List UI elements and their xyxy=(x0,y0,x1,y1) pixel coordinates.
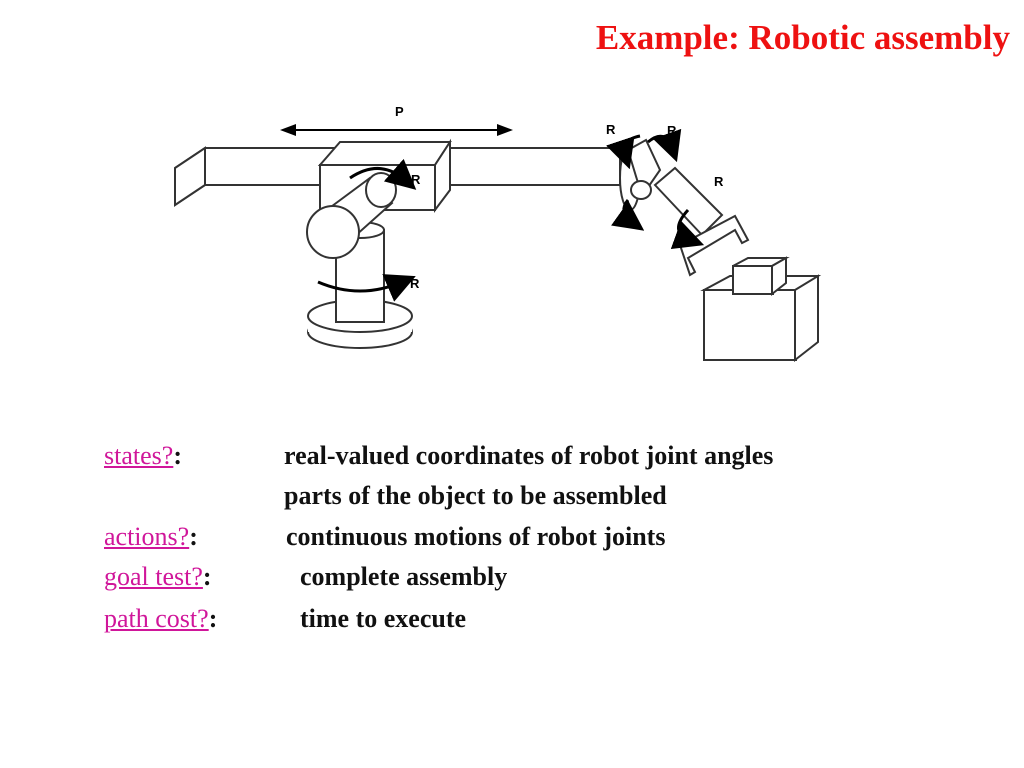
states-colon: : xyxy=(173,441,182,470)
states-description-2: parts of the object to be assembled xyxy=(284,481,667,510)
prismatic-joint-label: P xyxy=(395,104,404,119)
actions-link[interactable]: actions? xyxy=(104,522,190,551)
definition-states: states?: real-valued coordinates of robo… xyxy=(104,440,773,510)
states-link[interactable]: states? xyxy=(104,441,174,470)
goal-test-link[interactable]: goal test? xyxy=(104,562,203,591)
goal-test-description: complete assembly xyxy=(300,562,508,591)
path-cost-colon: : xyxy=(208,604,218,633)
actions-description: continuous motions of robot joints xyxy=(286,522,666,551)
states-description-1: real-valued coordinates of robot joint a… xyxy=(284,441,774,470)
revolute-label-wrist-1: R xyxy=(606,122,616,137)
revolute-label-wrist-3: R xyxy=(714,174,724,189)
definition-goal-test: goal test?: complete assembly xyxy=(104,561,507,593)
definition-actions: actions?: continuous motions of robot jo… xyxy=(104,521,665,553)
assembly-parts xyxy=(700,256,822,363)
definition-path-cost: path cost?: time to execute xyxy=(104,603,466,635)
robot-wrist xyxy=(619,138,750,277)
path-cost-link[interactable]: path cost? xyxy=(104,604,209,633)
path-cost-description: time to execute xyxy=(300,604,467,633)
revolute-label-base: R xyxy=(410,276,420,291)
slide-title: Example: Robotic assembly xyxy=(595,18,1010,57)
revolute-label-shoulder: R xyxy=(411,172,421,187)
actions-colon: : xyxy=(189,522,198,551)
robot-shoulder-cylinder xyxy=(306,172,397,259)
robot-arm-diagram: P R R R R R xyxy=(174,104,822,363)
robot-arm-figure: P R R R R R xyxy=(174,104,822,363)
goal-test-colon: : xyxy=(202,562,212,591)
revolute-label-wrist-2: R xyxy=(667,123,677,138)
